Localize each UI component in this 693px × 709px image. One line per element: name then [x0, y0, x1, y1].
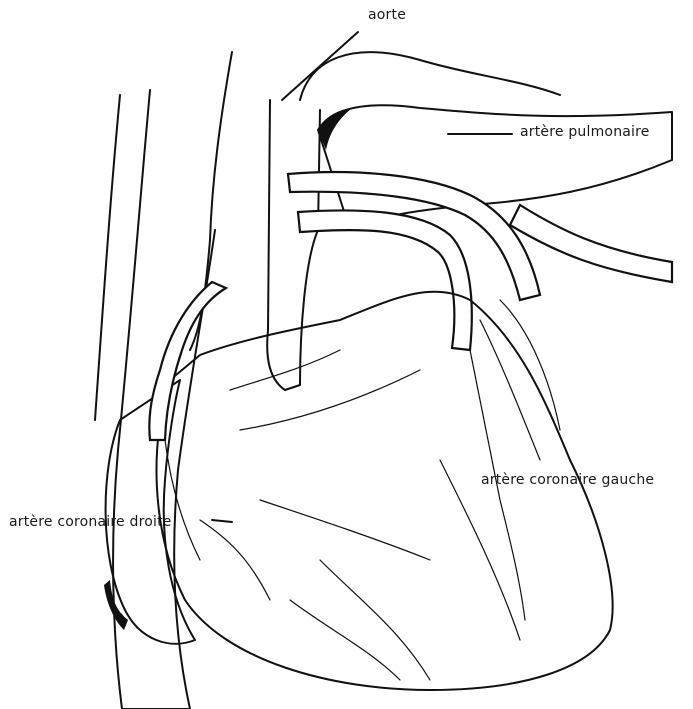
pulmonary-artery-label: artère pulmonaire [520, 124, 650, 140]
aortic-branches [288, 172, 672, 350]
left-coronary-label: artère coronaire gauche [481, 472, 654, 488]
heart-body [156, 292, 612, 690]
right-coronary-leader-line [212, 520, 232, 522]
aorta-label: aorte [368, 7, 406, 23]
right-coronary-label: artère coronaire droite [9, 514, 172, 530]
aorta-leader-line [282, 32, 358, 100]
